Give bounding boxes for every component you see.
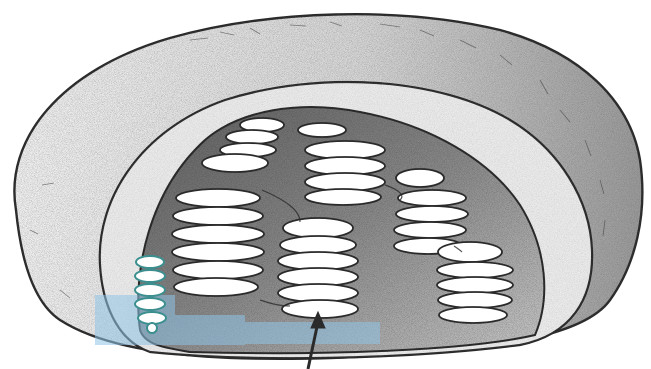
granum-stack-right-lower <box>437 242 513 323</box>
granum-stack-center <box>278 218 358 318</box>
